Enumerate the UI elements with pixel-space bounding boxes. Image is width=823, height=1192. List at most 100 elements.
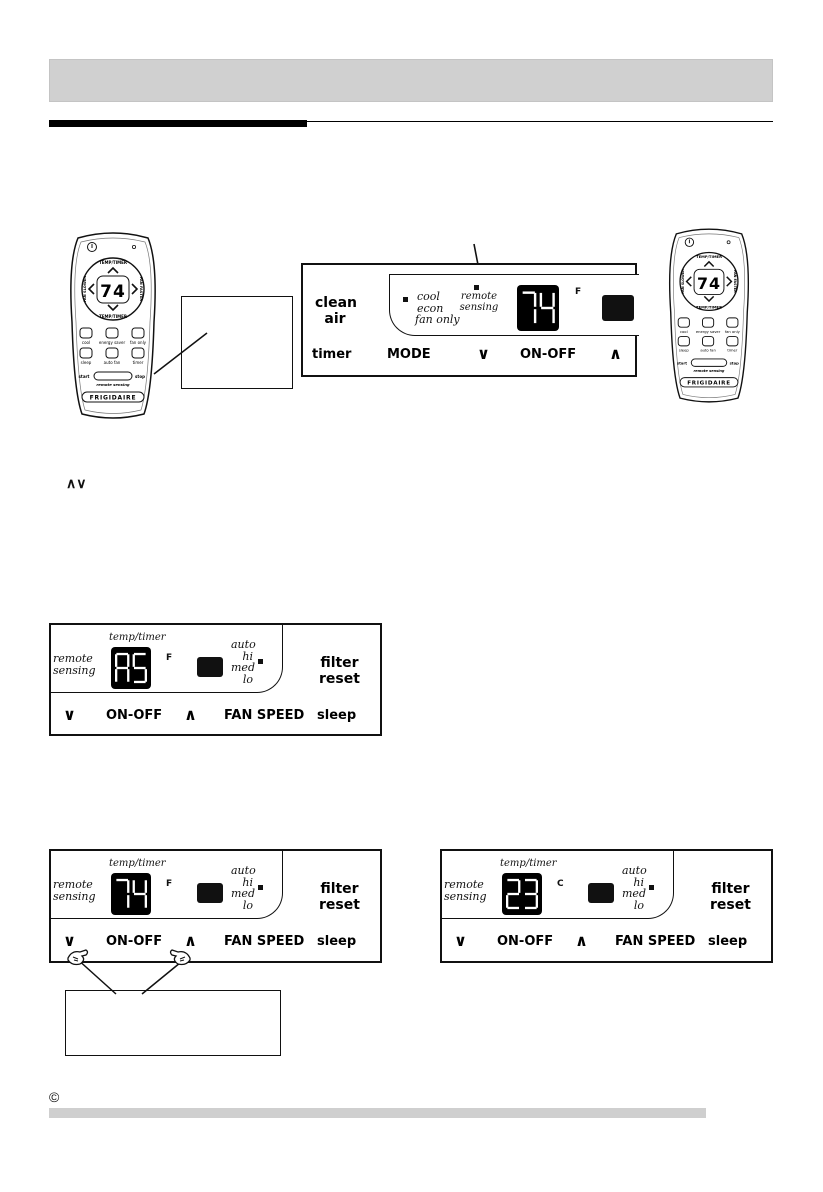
speed-indicator-dot [258, 885, 263, 890]
remote-lcd [96, 275, 130, 304]
remote-down-icon[interactable] [703, 295, 715, 303]
remote-lcd [693, 268, 725, 295]
lcd-segment [116, 666, 129, 670]
up-button[interactable]: ∧ [184, 931, 197, 950]
sleep-button[interactable]: sleep [708, 934, 748, 949]
remote-stop-label: stop [135, 374, 145, 379]
callout-box-remote [181, 296, 293, 389]
speed-lo: lo [633, 898, 644, 912]
ring-bottom-label: TEMP/TIMER [99, 314, 127, 319]
ring-right-label: FAN FASTER [139, 277, 143, 301]
lcd-segment [518, 880, 521, 893]
remote-button-4[interactable] [702, 336, 715, 347]
on-off-button[interactable]: ON-OFF [520, 347, 577, 362]
fan-speed-button[interactable]: FAN SPEED [615, 934, 696, 949]
fan-speed-button[interactable]: FAN SPEED [224, 708, 305, 723]
remote-right-icon[interactable] [131, 283, 139, 295]
unit-indicator: F [166, 879, 173, 889]
remote-sensing-button[interactable] [93, 371, 133, 381]
on-off-button[interactable]: ON-OFF [497, 934, 554, 949]
speed-indicator-dot [649, 885, 654, 890]
mode-cool: cool [417, 290, 440, 303]
speed-hi: hi [633, 875, 644, 889]
ir-sensor-icon [132, 244, 137, 249]
lcd-segment [127, 654, 130, 667]
remote-down-icon[interactable] [107, 304, 119, 312]
speed-med: med [231, 887, 255, 901]
down-button[interactable]: ∨ [63, 931, 76, 950]
on-off-button[interactable]: ON-OFF [106, 708, 163, 723]
section-rule-thin [307, 121, 773, 122]
lcd-segment [539, 292, 543, 307]
remote-sensing-caption: remote sensing [96, 382, 130, 387]
lcd-segment [144, 895, 147, 908]
speed-auto: auto [231, 638, 256, 651]
down-button[interactable]: ∨ [63, 705, 76, 724]
ring-bottom-label: TEMP/TIMER [696, 306, 722, 310]
mode-indicator-dot [403, 297, 408, 302]
footer-bar [49, 1108, 706, 1118]
remote-left-icon[interactable] [685, 276, 692, 287]
lcd-segment [524, 906, 537, 910]
remote-button-2[interactable] [131, 327, 145, 339]
remote-right-icon[interactable] [726, 276, 733, 287]
lcd-segment [552, 292, 555, 307]
remote-button-0[interactable] [677, 317, 690, 328]
mode-button[interactable]: MODE [387, 347, 431, 362]
up-button[interactable]: ∧ [184, 705, 197, 724]
timer-button[interactable]: timer [312, 347, 352, 362]
remote-up-icon[interactable] [107, 266, 119, 274]
remote-button-4[interactable] [105, 347, 119, 359]
speed-auto: auto [231, 864, 256, 877]
remote-button-0[interactable] [79, 327, 93, 339]
lcd-segment [132, 654, 135, 667]
remote-button-5[interactable] [131, 347, 145, 359]
speed-med: med [231, 661, 255, 675]
status-light [197, 883, 223, 903]
speed-hi: hi [242, 649, 253, 663]
remote-button-5[interactable] [726, 336, 739, 347]
lcd-segment [127, 880, 130, 893]
remote-display-value: 74 [100, 282, 126, 302]
remote-button-label: auto fan [700, 348, 716, 352]
status-light [197, 657, 223, 677]
lcd-segment [132, 880, 135, 893]
sleep-button[interactable]: sleep [317, 934, 357, 949]
on-off-button[interactable]: ON-OFF [106, 934, 163, 949]
lcd-segment [524, 878, 537, 882]
down-button[interactable]: ∨ [454, 931, 467, 950]
remote-button-label: sleep [81, 360, 92, 365]
down-button[interactable]: ∨ [477, 344, 490, 363]
remote-button-3[interactable] [677, 336, 690, 347]
remote-button-2[interactable] [726, 317, 739, 328]
fan-speed-button[interactable]: FAN SPEED [224, 934, 305, 949]
remote-button-1[interactable] [702, 317, 715, 328]
remote-sensing-button[interactable] [690, 358, 728, 367]
remote-left-icon[interactable] [87, 283, 95, 295]
remote-button-label: energy saver [99, 340, 126, 345]
sleep-button[interactable]: sleep [317, 708, 357, 723]
unit-indicator: C [557, 879, 564, 889]
remote-button-1[interactable] [105, 327, 119, 339]
remote-button-label: fan only [725, 330, 741, 334]
remote-start-label: start [79, 374, 90, 379]
lcd-segment [507, 878, 520, 882]
mode-fan-only: fan only [415, 313, 460, 327]
lcd-segment [541, 306, 554, 310]
speed-lo: lo [242, 898, 253, 912]
lcd-segment [535, 880, 538, 893]
remote-up-icon[interactable] [703, 260, 715, 268]
up-button[interactable]: ∧ [609, 344, 622, 363]
remote-button-3[interactable] [79, 347, 93, 359]
up-button[interactable]: ∧ [575, 931, 588, 950]
lcd-segment [127, 895, 130, 908]
brand-logo: FRIGIDAIRE [90, 395, 137, 402]
